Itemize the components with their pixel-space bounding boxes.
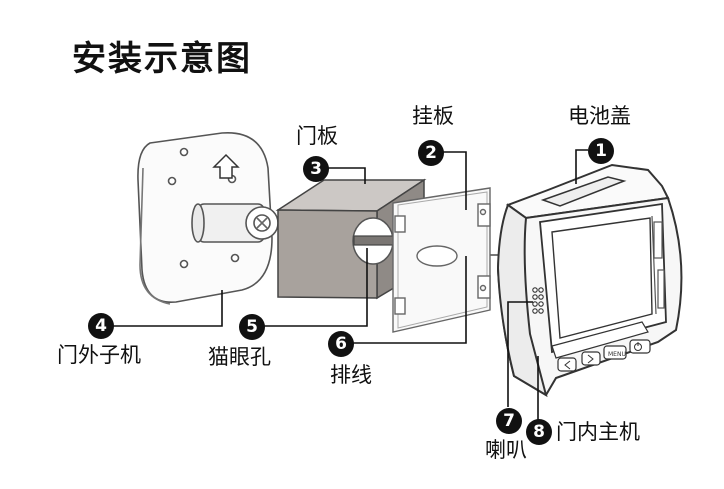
callout-badge-4: 4 [88, 313, 114, 339]
device-buttons: MENU [557, 339, 651, 372]
menu-button-label: MENU [608, 351, 626, 358]
left-arrow-icon [564, 360, 571, 370]
outdoor-unit-drawing [137, 132, 279, 305]
label-outdoor-unit: 门外子机 [57, 343, 141, 367]
label-battery-cover: 电池盖 [568, 104, 631, 128]
label-cable: 排线 [330, 363, 372, 387]
callout-badge-7: 7 [496, 408, 522, 434]
callout-badge-3: 3 [303, 156, 329, 182]
label-indoor-unit: 门内主机 [556, 420, 640, 444]
power-icon [634, 342, 642, 351]
arrow-up-icon [212, 153, 240, 179]
mounting-plate-drawing [392, 187, 491, 333]
leader-lines [111, 149, 588, 421]
indoor-unit-drawing: MENU [496, 163, 683, 398]
page-title: 安装示意图 [72, 39, 252, 79]
label-mount-plate: 挂板 [412, 104, 454, 128]
label-speaker: 喇叭 [485, 438, 527, 462]
right-arrow-icon [587, 354, 594, 364]
callout-badge-8: 8 [526, 419, 552, 445]
speaker-grille [532, 287, 544, 314]
callout-badge-5: 5 [239, 314, 265, 340]
label-door: 门板 [296, 124, 338, 148]
callout-badge-2: 2 [418, 140, 444, 166]
label-peephole: 猫眼孔 [208, 345, 271, 369]
callout-badge-1: 1 [588, 138, 614, 164]
callout-badge-6: 6 [328, 331, 354, 357]
